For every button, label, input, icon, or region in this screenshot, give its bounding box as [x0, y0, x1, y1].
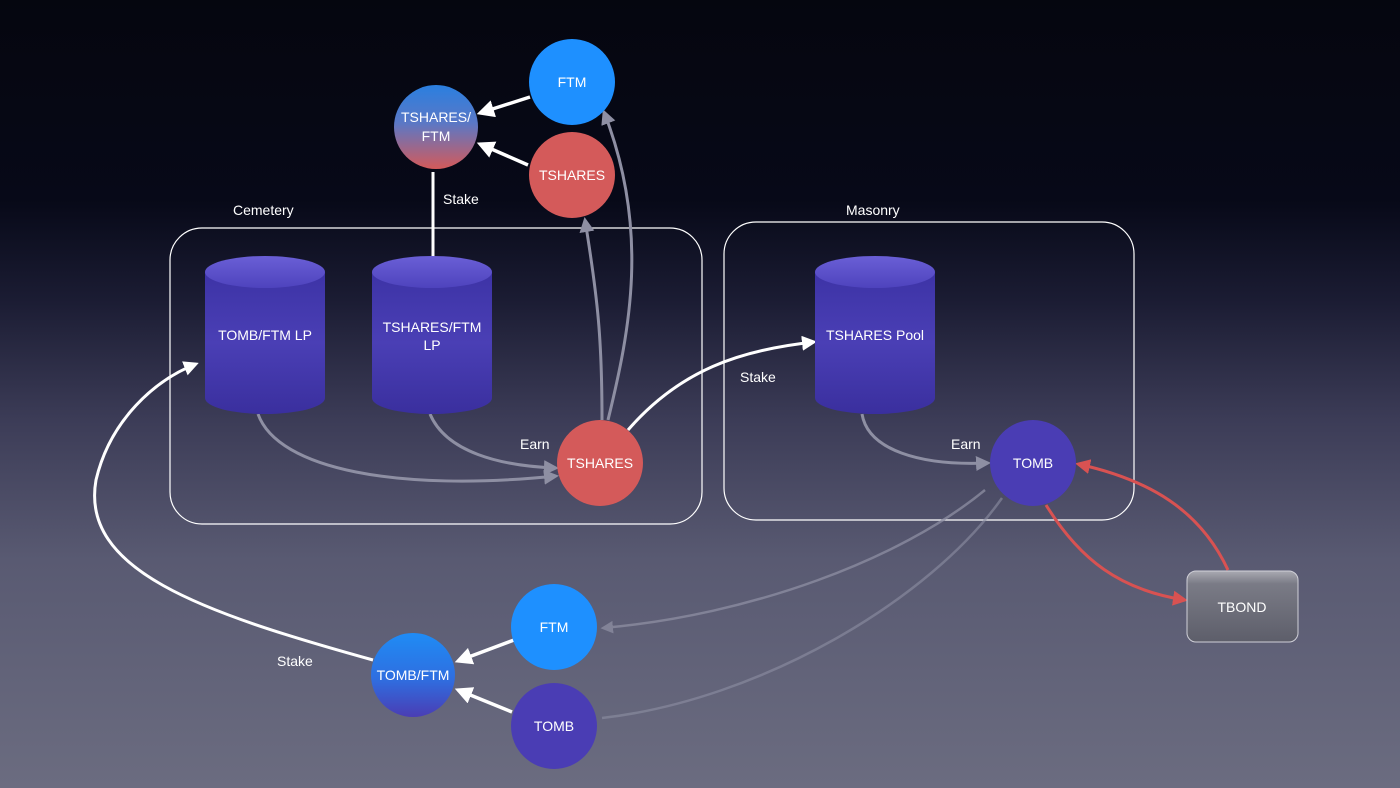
line-tomb-to-tomb-bottom	[601, 497, 1004, 720]
pool-tshares-label: TSHARES Pool	[826, 327, 924, 343]
arrow-tshares-to-ftm-top	[601, 109, 634, 421]
cemetery-label: Cemetery	[233, 202, 294, 218]
arrow-tomb-bottom-to-tomb-ftm	[454, 687, 513, 714]
pool-tshares-ftm-lp-label-2: LP	[423, 337, 440, 353]
token-ftm-top: FTM	[529, 39, 615, 125]
token-tshares-top-label: TSHARES	[539, 167, 605, 183]
arrow-tshares-lp-to-tshares	[428, 413, 559, 476]
pool-tomb-ftm-lp-label: TOMB/FTM LP	[218, 327, 312, 343]
pool-tshares-ftm-lp: TSHARES/FTM LP	[372, 256, 492, 414]
arrow-tshares-to-pool	[626, 335, 817, 431]
token-tshares-ftm-label-2: FTM	[422, 128, 451, 144]
earn-label-masonry: Earn	[951, 436, 981, 452]
stake-label-masonry: Stake	[740, 369, 776, 385]
token-tomb-bottom: TOMB	[511, 683, 597, 769]
arrow-pool-to-tomb	[860, 413, 991, 472]
token-ftm-top-label: FTM	[558, 74, 587, 90]
stake-label-top: Stake	[443, 191, 479, 207]
arrow-tshares-to-tshares-top	[579, 217, 604, 421]
token-tbond: TBOND	[1186, 570, 1299, 643]
arrow-tbond-to-tomb	[1075, 459, 1230, 571]
token-tshares-ftm: TSHARES/ FTM	[394, 85, 478, 169]
token-tshares-top: TSHARES	[529, 132, 615, 218]
arrow-tomb-lp-to-tshares	[256, 413, 559, 485]
arrow-tomb-to-tbond	[1044, 504, 1188, 606]
pool-tshares-ftm-lp-label-1: TSHARES/FTM	[383, 319, 482, 335]
masonry-label: Masonry	[846, 202, 900, 218]
pool-tomb-ftm-lp: TOMB/FTM LP	[205, 256, 325, 414]
token-tshares-mid-label: TSHARES	[567, 455, 633, 471]
token-tbond-label: TBOND	[1218, 599, 1267, 615]
token-ftm-bottom-label: FTM	[540, 619, 569, 635]
arrow-tomb-ftm-to-lp	[93, 361, 374, 662]
earn-label-cemetery: Earn	[520, 436, 550, 452]
arrow-ftm-to-tshares-ftm	[476, 95, 531, 118]
token-tomb-ftm: TOMB/FTM	[371, 633, 455, 717]
arrow-tshares-to-tshares-ftm	[476, 141, 529, 167]
token-tomb-masonry: TOMB	[990, 420, 1076, 506]
masonry-group	[723, 221, 1135, 521]
token-ftm-bottom: FTM	[511, 584, 597, 670]
arrow-tomb-to-ftm-bottom	[600, 489, 986, 634]
token-tomb-ftm-label: TOMB/FTM	[377, 667, 450, 683]
stake-label-bottom: Stake	[277, 653, 313, 669]
token-tomb-masonry-label: TOMB	[1013, 455, 1053, 471]
arrow-ftm-bottom-to-tomb-ftm	[454, 638, 515, 665]
pool-tshares: TSHARES Pool	[815, 256, 935, 414]
token-tomb-bottom-label: TOMB	[534, 718, 574, 734]
token-tshares-ftm-label-1: TSHARES/	[401, 109, 471, 125]
token-tshares-mid: TSHARES	[557, 420, 643, 506]
